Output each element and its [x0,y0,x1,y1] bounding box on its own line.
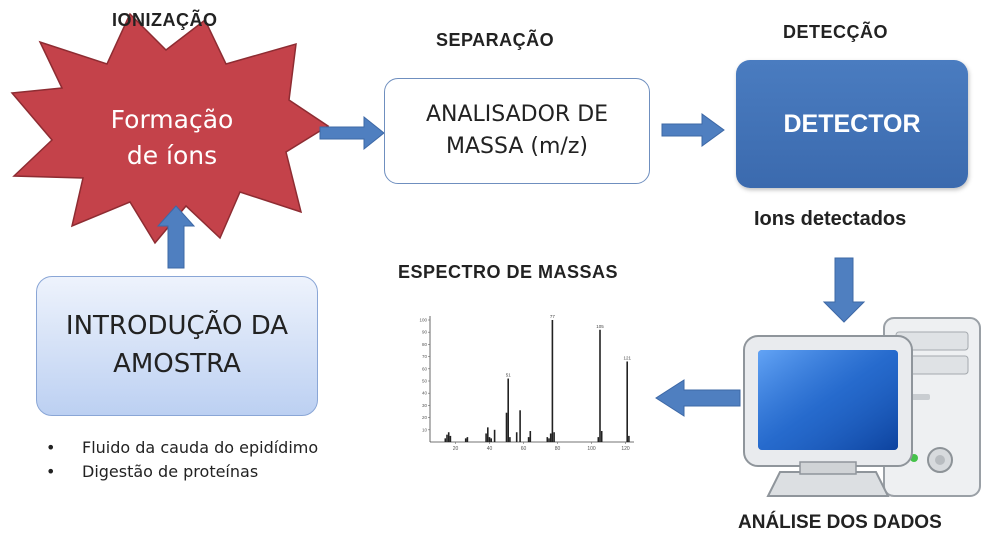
mass-spectrum-chart: 10 20 30 40 50 60 70 80 90 100 20 40 60 80 100 120 77 105… [419,314,634,452]
burst-label-line2: de íons [126,141,218,171]
y-tick-label: 80 [422,342,428,347]
bullet-text: Fluido da cauda do epidídimo [82,438,319,457]
y-tick-label: 20 [422,415,428,420]
detector-label: DETECTOR [783,109,921,138]
arrow-right-1 [319,115,385,151]
sample-introduction-line2: AMOSTRA [113,349,241,379]
y-tick-label: 10 [422,427,428,432]
bullet-text: Digestão de proteínas [82,462,259,481]
sample-bullet-list: • Fluido da cauda do epidídimo • Digestão … [44,436,322,484]
spectrum-title: ESPECTRO DE MASSAS [398,262,619,282]
ion-formation-burst [10,12,330,245]
y-tick-label: 30 [422,403,428,408]
x-tick-label: 80 [555,446,561,452]
computer-icon [743,317,981,497]
y-tick-label: 70 [422,354,428,359]
detector-box: DETECTOR [736,60,968,188]
bullet-dot: • [46,462,56,481]
x-tick-label: 100 [587,446,596,452]
bullet-dot: • [46,438,56,457]
bullet-item: • Fluido da cauda do epidídimo [44,436,322,460]
burst-label: Formação de íons [72,102,272,175]
arrow-right-2 [661,113,725,147]
data-analysis-label: ANÁLISE DOS DADOS [738,512,942,533]
x-tick-label: 120 [621,446,630,452]
stage-title-separacao: SEPARAÇÃO [436,30,555,50]
x-tick-label: 60 [521,446,527,452]
x-tick-label: 20 [453,446,459,452]
mass-analyzer-line2: MASSA (m/z) [446,134,588,159]
arrow-left [655,379,741,417]
y-tick-label: 100 [419,318,427,323]
arrow-up [156,205,196,269]
peak-label: 77 [550,314,556,319]
y-tick-label: 90 [422,330,428,335]
stage-title-deteccao: DETECÇÃO [783,22,889,42]
ions-detected-label: Ions detectados [754,208,907,230]
sample-introduction-box: INTRODUÇÃO DA AMOSTRA [36,276,318,416]
arrow-down [822,257,866,323]
mass-analyzer-box: ANALISADOR DE MASSA (m/z) [384,78,650,184]
bullet-item: • Digestão de proteínas [44,460,322,484]
peak-label: 105 [596,324,604,329]
sample-introduction-line1: INTRODUÇÃO DA [65,311,289,342]
y-tick-label: 60 [422,366,428,371]
stage-title-ionizacao: IONIZAÇÃO [112,10,218,30]
y-tick-label: 50 [422,379,428,384]
y-tick-label: 40 [422,391,428,396]
burst-label-line1: Formação [110,105,234,134]
mass-analyzer-line1: ANALISADOR DE [425,102,609,128]
x-tick-label: 40 [487,446,493,452]
peak-label: 121 [623,355,631,360]
peak-label: 51 [506,373,512,378]
